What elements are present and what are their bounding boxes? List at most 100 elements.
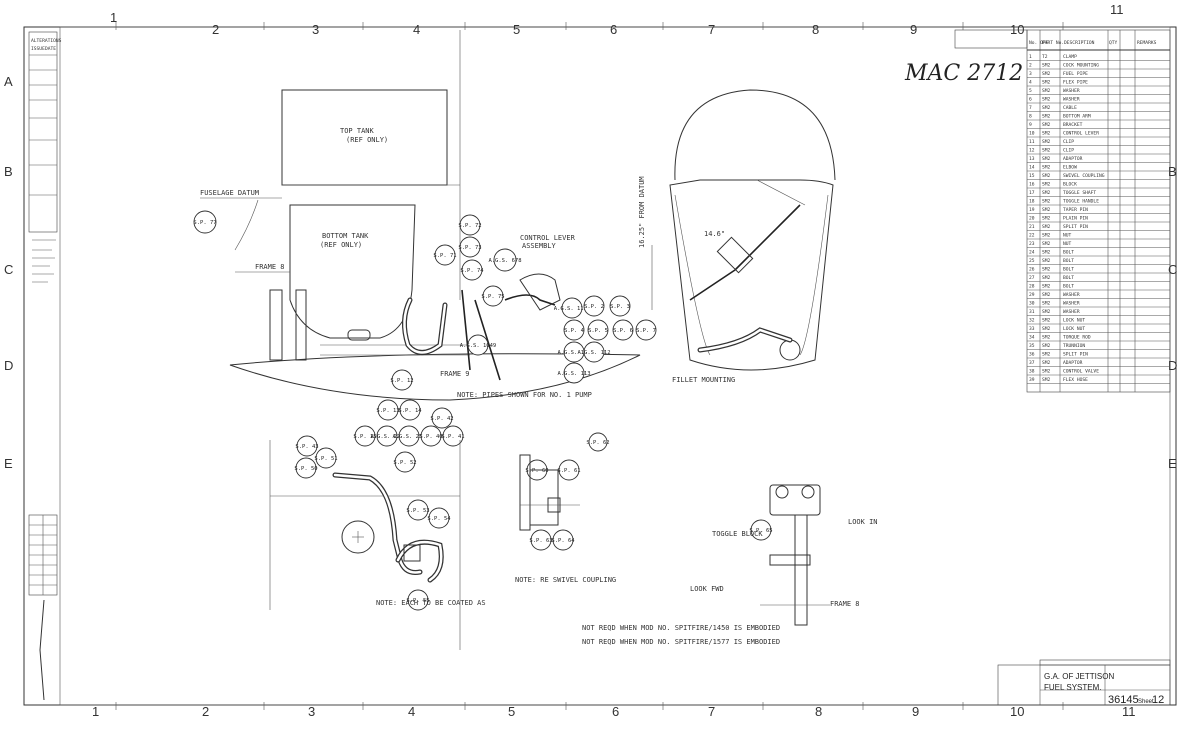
cross-section-view: 14.6" 16.25" FROM DATUM FILLET MOUNTING	[638, 89, 836, 384]
parts-cell: SM2	[1042, 292, 1051, 298]
svg-text:S.P. 7: S.P. 7	[636, 328, 656, 334]
parts-cell: SM2	[1042, 190, 1051, 196]
parts-cell: 4	[1029, 80, 1032, 86]
svg-text:S.P. 62: S.P. 62	[586, 440, 609, 446]
parts-cell: SM2	[1042, 63, 1051, 69]
parts-cell: SM2	[1042, 71, 1051, 77]
parts-cell: SM2	[1042, 131, 1051, 137]
callout-bubble: S.P. 63	[529, 529, 553, 551]
note-a: NOTE: PIPES SHOWN FOR NO. 1 PUMP	[457, 391, 592, 399]
svg-text:S.P. 40: S.P. 40	[419, 434, 442, 440]
svg-text:S.P. 55: S.P. 55	[406, 598, 429, 604]
callout-bubble: S.P. 50	[294, 457, 318, 479]
svg-text:S.P. 42: S.P. 42	[430, 416, 453, 422]
parts-cell: WASHER	[1063, 301, 1080, 307]
svg-text:S.P. 63: S.P. 63	[529, 538, 552, 544]
parts-cell: ADAPTOR	[1063, 156, 1083, 162]
parts-cell: SM2	[1042, 335, 1051, 341]
zone-col-9: 9	[910, 22, 917, 37]
parts-cell: CABLE	[1063, 105, 1077, 111]
parts-cell: SM2	[1042, 377, 1051, 383]
pl-header-desc: DESCRIPTION	[1064, 40, 1095, 46]
parts-cell: SM2	[1042, 343, 1051, 349]
parts-cell: FLEX HOSE	[1063, 377, 1088, 383]
parts-cell: 3	[1029, 71, 1032, 77]
zone-row-e-right: E	[1168, 456, 1177, 471]
callout-bubble: S.P. 52	[393, 451, 417, 473]
parts-cell: CONTROL VALVE	[1063, 369, 1099, 375]
parts-cell: NUT	[1063, 233, 1072, 239]
callout-bubble: S.P. 42	[430, 407, 454, 429]
parts-cell: SM2	[1042, 165, 1051, 171]
parts-cell: 22	[1029, 233, 1035, 239]
side-view-assembly: TOP TANK (REF ONLY) BOTTOM TANK (REF ONL…	[200, 30, 641, 401]
bottom-tank	[289, 204, 416, 339]
parts-cell: SM2	[1042, 80, 1051, 86]
lower-detail-pipe	[269, 440, 461, 650]
zone-row-d-right: D	[1168, 358, 1177, 373]
parts-cell: SM2	[1042, 88, 1051, 94]
parts-cell: 27	[1029, 275, 1035, 281]
look-in-label: LOOK IN	[848, 518, 878, 526]
callout-bubble: A.G.S. 1049	[460, 334, 496, 356]
callout-bubble: S.P. 43	[295, 435, 319, 457]
parts-cell: 16	[1029, 182, 1035, 188]
parts-cell: SM2	[1042, 182, 1051, 188]
parts-cell: TORQUE ROD	[1063, 335, 1091, 341]
svg-text:S.P. 54: S.P. 54	[427, 516, 451, 522]
parts-cell: SM2	[1042, 156, 1051, 162]
parts-cell: SM2	[1042, 309, 1051, 315]
title-line-1: G.A. OF JETTISON	[1044, 672, 1114, 681]
outer-border	[23, 26, 1177, 706]
part-callouts: S.P. 77 S.P. 71 S.P. 72 S.P. 73 S.P. 74 …	[193, 210, 773, 611]
parts-cell: CLAMP	[1063, 54, 1077, 60]
parts-cell: SM2	[1042, 318, 1051, 324]
svg-text:S.P. 74: S.P. 74	[460, 268, 484, 274]
svg-text:S.P. 52: S.P. 52	[393, 460, 416, 466]
parts-cell: 32	[1029, 318, 1035, 324]
dim-horizontal: 14.6"	[704, 230, 725, 238]
svg-text:S.P. 43: S.P. 43	[295, 444, 318, 450]
zone-col-10: 10	[1010, 22, 1024, 37]
left-revision-strip: ALTERATIONS ISSUE DATE	[28, 31, 62, 701]
pl-header-remarks: REMARKS	[1137, 40, 1157, 46]
zone-col-5: 5	[513, 22, 520, 37]
callout-bubble: A.G.S. 230	[392, 425, 426, 447]
rev-col-issue: ISSUE	[31, 46, 45, 52]
parts-cell: BOTTOM ARM	[1063, 114, 1091, 120]
zone-col-6-bottom: 6	[612, 704, 619, 719]
zone-row-a: A	[4, 74, 13, 89]
parts-cell: 25	[1029, 258, 1035, 264]
look-fwd-label: LOOK FWD	[690, 585, 724, 593]
parts-cell: SM2	[1042, 352, 1051, 358]
parts-cell: SM2	[1042, 258, 1051, 264]
parts-cell: 18	[1029, 199, 1035, 205]
bottom-tank-sub: (REF ONLY)	[320, 241, 362, 249]
svg-text:S.P. 65: S.P. 65	[749, 528, 772, 534]
parts-cell: SPLIT PIN	[1063, 352, 1088, 358]
frame-8b-label: FRAME 8	[830, 600, 860, 608]
parts-cell: NUT	[1063, 241, 1072, 247]
toggle-block-detail: TOGGLE BLOCK LOOK IN LOOK FWD FRAME 8	[690, 484, 878, 626]
svg-text:S.P. 64: S.P. 64	[551, 538, 575, 544]
parts-cell: SM2	[1042, 199, 1051, 205]
rev-col-date: DATE	[45, 46, 56, 52]
parts-cell: SM2	[1042, 105, 1051, 111]
parts-cell: 23	[1029, 241, 1035, 247]
parts-cell: SM2	[1042, 148, 1051, 154]
callout-bubble: S.P. 3	[609, 295, 631, 317]
fuselage-lower-skin	[229, 353, 641, 401]
svg-text:S.P. 72: S.P. 72	[458, 223, 481, 229]
frame-9-label: FRAME 9	[440, 370, 470, 378]
svg-text:A.G.S. 222: A.G.S. 222	[370, 434, 403, 440]
svg-text:S.P. 2: S.P. 2	[584, 304, 604, 310]
parts-cell: 34	[1029, 335, 1035, 341]
parts-cell: SM2	[1042, 241, 1051, 247]
svg-text:S.P. 13: S.P. 13	[376, 408, 399, 414]
parts-cell: COCK MOUNTING	[1063, 63, 1099, 69]
callout-bubble: A.G.S. 1190	[554, 297, 590, 319]
parts-cell: SM2	[1042, 326, 1051, 332]
fillet-note: FILLET MOUNTING	[672, 376, 735, 384]
zone-col-4-bottom: 4	[408, 704, 415, 719]
parts-cell: 24	[1029, 250, 1035, 256]
